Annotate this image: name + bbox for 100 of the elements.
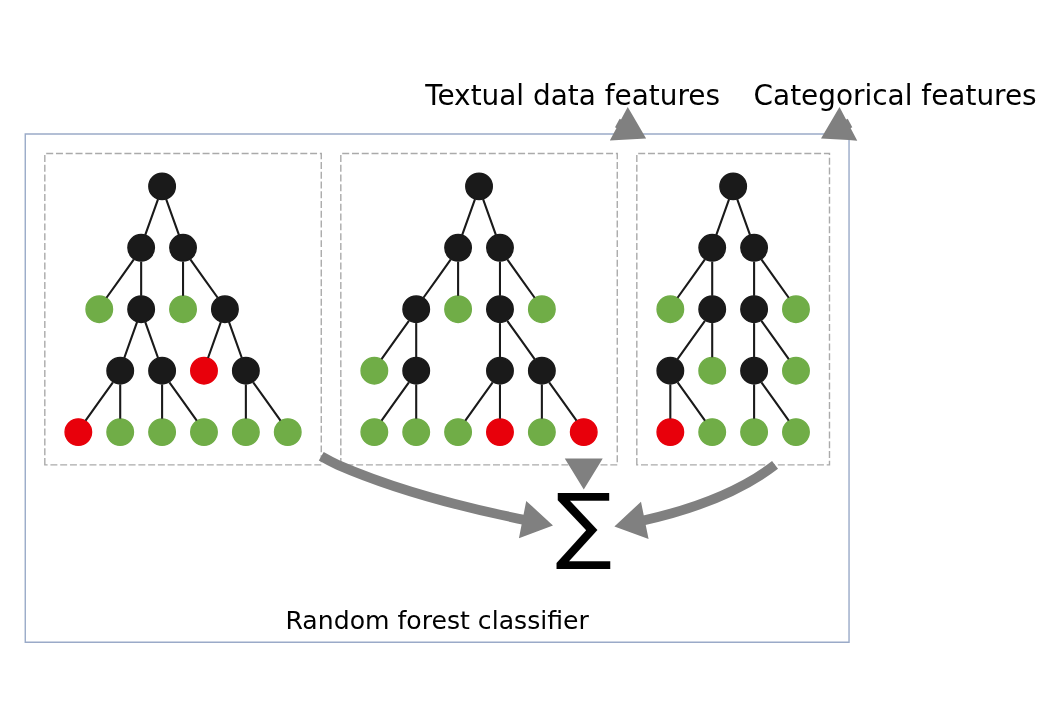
node-circle bbox=[740, 418, 769, 447]
node-circle bbox=[444, 233, 473, 262]
node-circle bbox=[148, 356, 177, 385]
node-circle bbox=[486, 418, 514, 447]
node-circle bbox=[486, 295, 514, 324]
connector bbox=[715, 198, 731, 236]
node-circle bbox=[402, 356, 431, 385]
node-circle bbox=[782, 418, 810, 447]
connector bbox=[760, 320, 790, 360]
arrow bbox=[318, 452, 553, 539]
connector bbox=[540, 384, 543, 419]
connector bbox=[140, 261, 143, 296]
node-circle bbox=[444, 418, 473, 447]
node-circle bbox=[360, 356, 389, 385]
node-circle bbox=[486, 233, 514, 262]
node-circle bbox=[169, 233, 197, 262]
connector bbox=[144, 321, 160, 359]
node-circle bbox=[127, 295, 156, 324]
node-circle bbox=[656, 356, 685, 385]
node-circle bbox=[527, 418, 556, 447]
connector bbox=[669, 384, 672, 419]
node-circle bbox=[273, 418, 302, 447]
node-circle bbox=[486, 356, 514, 385]
node-circle bbox=[64, 418, 93, 447]
node-circle bbox=[106, 418, 135, 447]
node-circle bbox=[127, 233, 156, 262]
node-circle bbox=[698, 418, 727, 447]
connector bbox=[482, 198, 497, 236]
connector bbox=[144, 198, 160, 236]
node-circle bbox=[190, 418, 218, 447]
connector bbox=[380, 320, 410, 360]
node-circle bbox=[210, 295, 239, 324]
node-text: Textual data features bbox=[425, 78, 721, 112]
cluster bbox=[340, 152, 618, 466]
node-circle bbox=[782, 295, 810, 324]
node-circle bbox=[782, 356, 810, 385]
connector bbox=[161, 384, 164, 419]
connector bbox=[380, 381, 410, 422]
connector bbox=[760, 381, 790, 422]
connector bbox=[760, 258, 790, 299]
node-circle bbox=[698, 295, 727, 324]
node-circle bbox=[190, 356, 218, 385]
node-circle bbox=[569, 418, 598, 447]
connector bbox=[123, 321, 139, 359]
connector bbox=[506, 258, 536, 299]
connector bbox=[753, 323, 756, 358]
connector bbox=[227, 321, 243, 359]
connector bbox=[189, 258, 219, 299]
node-circle bbox=[465, 172, 493, 201]
node-circle bbox=[85, 295, 114, 324]
connector bbox=[457, 261, 460, 296]
node-circle bbox=[527, 356, 556, 385]
node-circle bbox=[231, 418, 260, 447]
node-text: ∑ bbox=[555, 474, 612, 573]
node-circle bbox=[740, 356, 769, 385]
node-circle bbox=[527, 295, 556, 324]
connector bbox=[711, 261, 714, 296]
arrow bbox=[564, 458, 603, 490]
node-circle bbox=[740, 233, 769, 262]
connector bbox=[753, 384, 756, 419]
connector bbox=[506, 320, 536, 360]
node-circle bbox=[740, 295, 769, 324]
cluster bbox=[636, 152, 831, 466]
connector bbox=[753, 261, 756, 296]
connector bbox=[422, 258, 452, 299]
node-text: Categorical features bbox=[753, 78, 1037, 112]
connector bbox=[84, 381, 114, 422]
node-circle bbox=[148, 418, 177, 447]
arrow bbox=[609, 107, 647, 141]
node-circle bbox=[698, 356, 727, 385]
arrow bbox=[614, 460, 778, 539]
connector bbox=[498, 384, 502, 419]
connector bbox=[207, 321, 222, 359]
connector bbox=[415, 323, 418, 358]
connector bbox=[548, 381, 578, 422]
connector bbox=[498, 261, 502, 296]
node-circle bbox=[719, 172, 748, 201]
node-circle bbox=[106, 356, 135, 385]
node-circle bbox=[169, 295, 197, 324]
connector bbox=[461, 198, 476, 236]
node-circle bbox=[444, 295, 473, 324]
connector bbox=[182, 261, 185, 296]
node-circle bbox=[402, 418, 431, 447]
connector bbox=[736, 198, 752, 236]
connector bbox=[105, 258, 135, 299]
cluster bbox=[44, 152, 322, 466]
arrow bbox=[821, 107, 858, 141]
node-circle bbox=[231, 356, 260, 385]
node-circle bbox=[656, 418, 685, 447]
node-circle bbox=[360, 418, 389, 447]
connector bbox=[415, 384, 418, 419]
connector bbox=[676, 258, 706, 299]
node-circle bbox=[148, 172, 177, 201]
connector bbox=[711, 323, 714, 358]
connector bbox=[119, 384, 122, 419]
node-circle bbox=[656, 295, 685, 324]
connector bbox=[244, 384, 247, 419]
connector bbox=[168, 381, 198, 422]
connector bbox=[252, 381, 282, 422]
connector bbox=[165, 198, 180, 236]
